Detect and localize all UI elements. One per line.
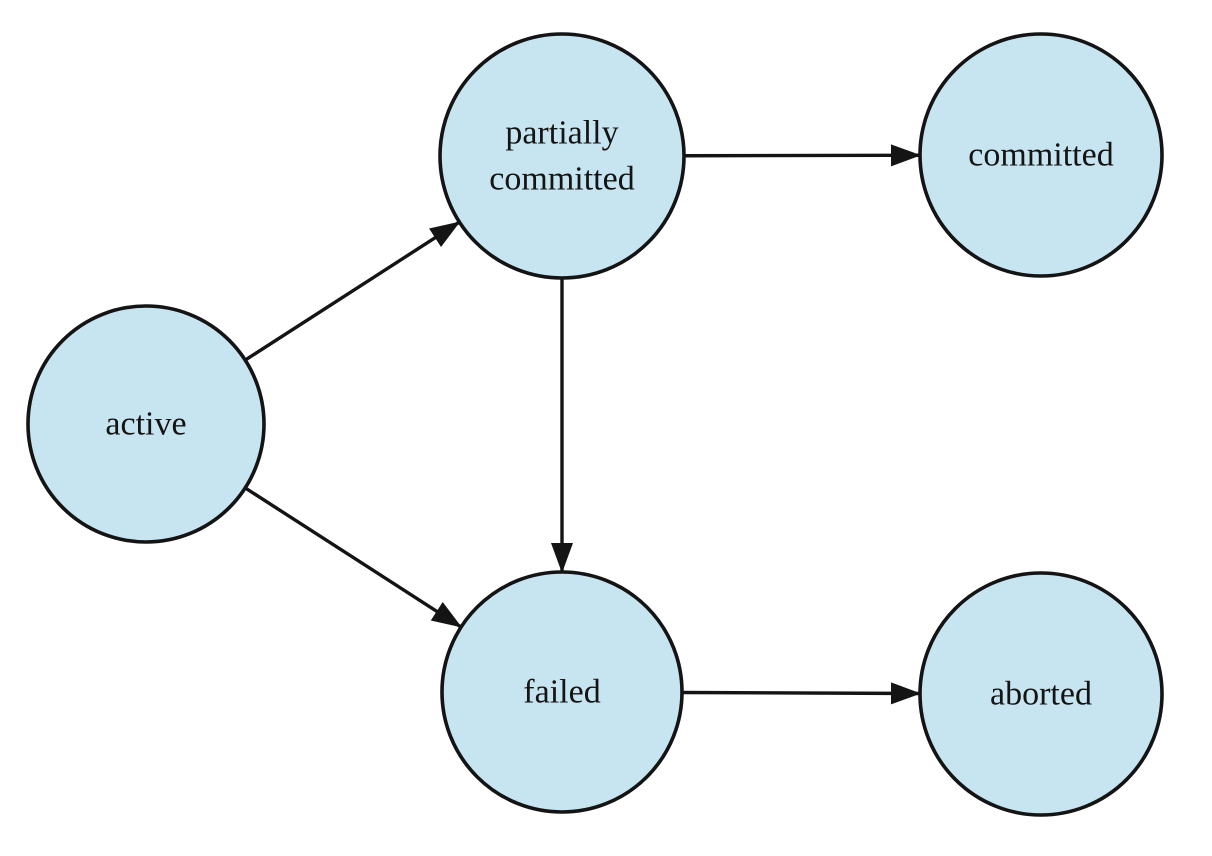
node-circle-aborted (918, 571, 1164, 817)
edge-active-to-failed (244, 486, 463, 629)
node-circle-partially-committed (438, 32, 686, 280)
edge-failed-to-aborted (681, 682, 922, 705)
node-label-committed: committed (968, 137, 1113, 174)
node-label-aborted: aborted (990, 676, 1092, 713)
node-circle-active (26, 304, 266, 544)
node-label-failed: failed (523, 674, 600, 711)
node-failed: failed (440, 570, 684, 814)
node-committed: committed (918, 32, 1164, 278)
node-aborted: aborted (918, 571, 1164, 817)
node-circle-failed (440, 570, 684, 814)
edge-active-to-partially-committed (244, 220, 461, 362)
node-label-active: active (105, 406, 186, 443)
node-circle-committed (918, 32, 1164, 278)
node-active: active (26, 304, 266, 544)
